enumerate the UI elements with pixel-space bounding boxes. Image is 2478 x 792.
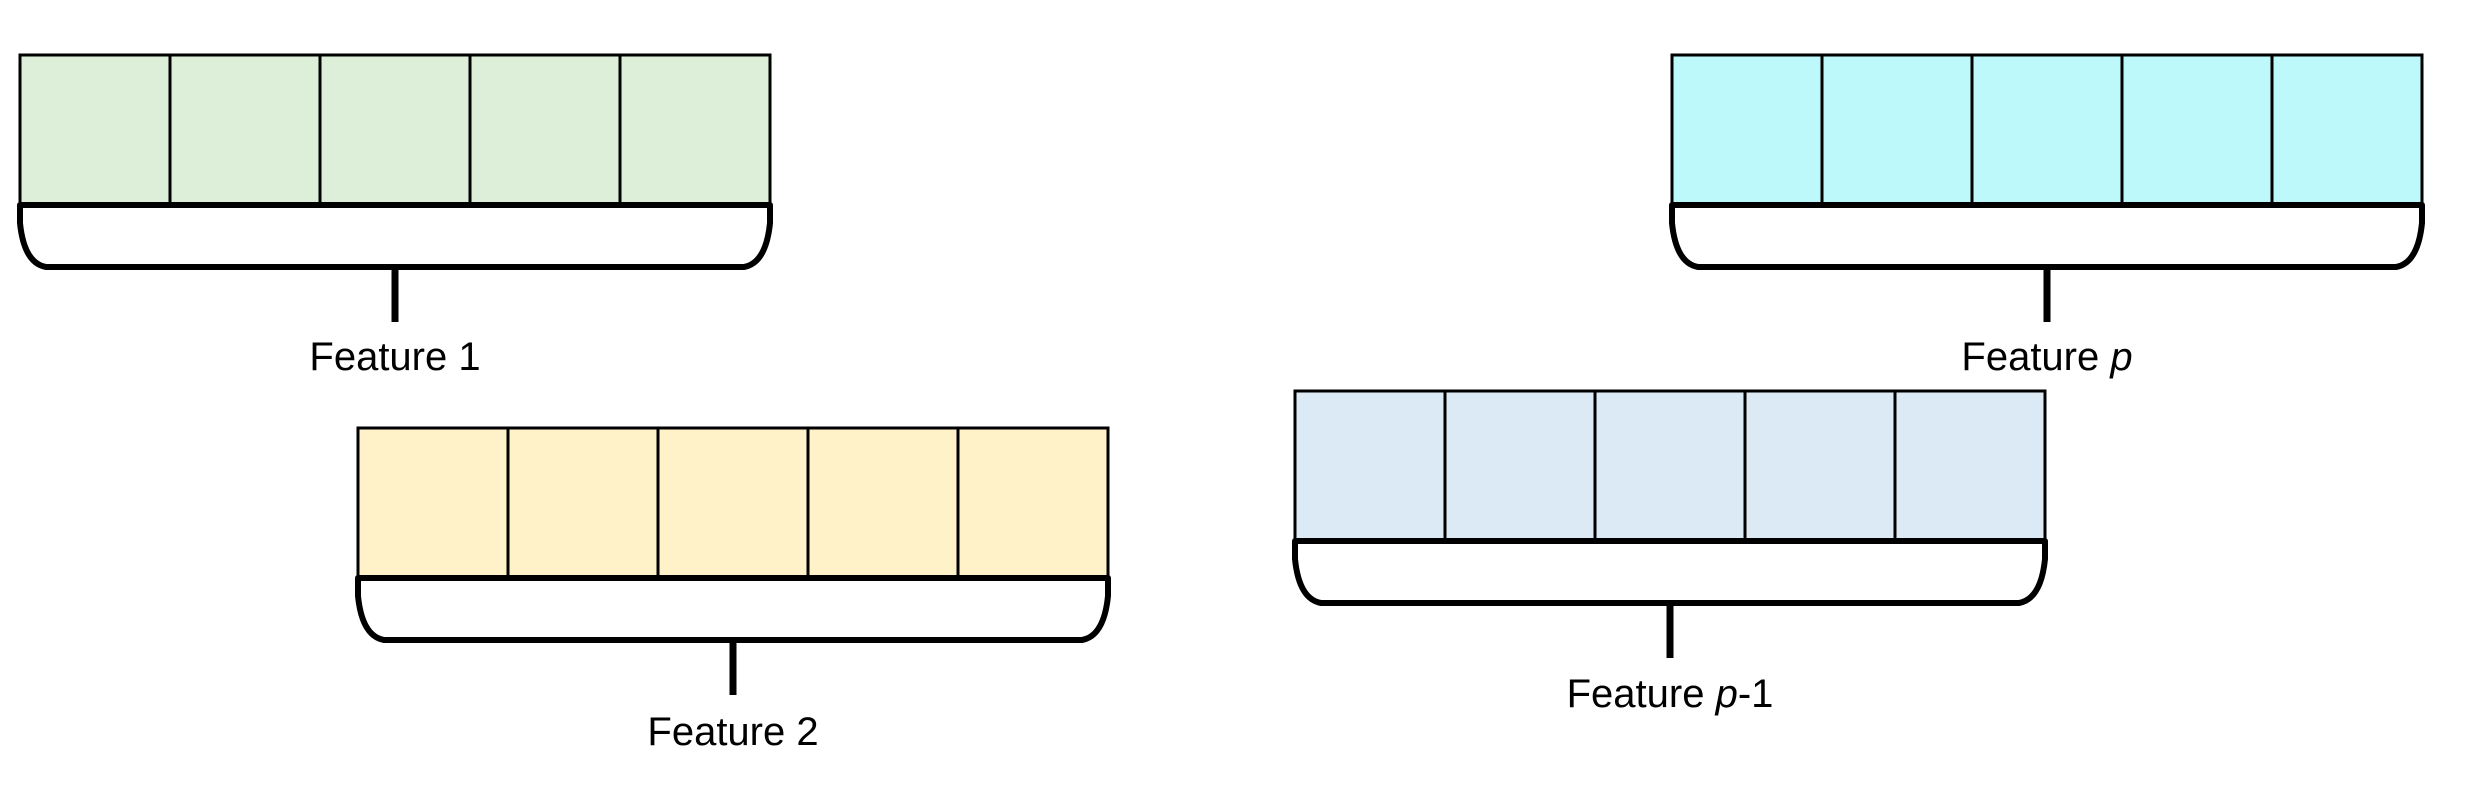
feature-p-1-cell: [1893, 389, 2047, 543]
feature-1-tray: [17, 202, 773, 270]
feature-p-cell: [1820, 53, 1974, 207]
feature-1-label: Feature 1: [309, 335, 480, 379]
feature-p-1-cell: [1293, 389, 1447, 543]
feature-2-tray: [355, 575, 1111, 643]
feature-2-cell: [806, 426, 960, 580]
label-prefix: Feature: [647, 710, 796, 754]
feature-p-cell: [2120, 53, 2274, 207]
label-suffix: 2: [796, 710, 818, 754]
feature-1-block: Feature 1: [17, 53, 773, 379]
feature-p-cell: [2270, 53, 2424, 207]
feature-p-1-cell: [1593, 389, 1747, 543]
feature-p-1-tray: [1292, 538, 2048, 606]
feature-2-cell: [356, 426, 510, 580]
feature-1-cell: [168, 53, 322, 207]
feature-p-tray: [1669, 202, 2425, 270]
feature-p-block: Feature p: [1669, 53, 2425, 379]
feature-1-cell: [468, 53, 622, 207]
feature-p-cell: [1670, 53, 1824, 207]
label-variable: p: [1715, 672, 1738, 716]
label-variable: p: [2109, 335, 2132, 379]
feature-p-label: Feature p: [1961, 335, 2132, 379]
feature-p-1-label: Feature p-1: [1567, 672, 1774, 716]
feature-p-1-cell: [1743, 389, 1897, 543]
feature-1-cell: [618, 53, 772, 207]
feature-p-1-block: Feature p-1: [1292, 389, 2048, 716]
label-prefix: Feature: [309, 335, 458, 379]
label-suffix: -1: [1738, 672, 1774, 716]
label-suffix: 1: [458, 335, 480, 379]
feature-2-cell: [506, 426, 660, 580]
feature-2-label: Feature 2: [647, 710, 818, 754]
feature-2-cell: [956, 426, 1110, 580]
feature-1-cell: [318, 53, 472, 207]
feature-p-cell: [1970, 53, 2124, 207]
feature-2-cell: [656, 426, 810, 580]
feature-p-1-cell: [1443, 389, 1597, 543]
feature-1-cell: [18, 53, 172, 207]
label-prefix: Feature: [1567, 672, 1716, 716]
label-prefix: Feature: [1961, 335, 2110, 379]
feature-2-block: Feature 2: [355, 426, 1111, 754]
